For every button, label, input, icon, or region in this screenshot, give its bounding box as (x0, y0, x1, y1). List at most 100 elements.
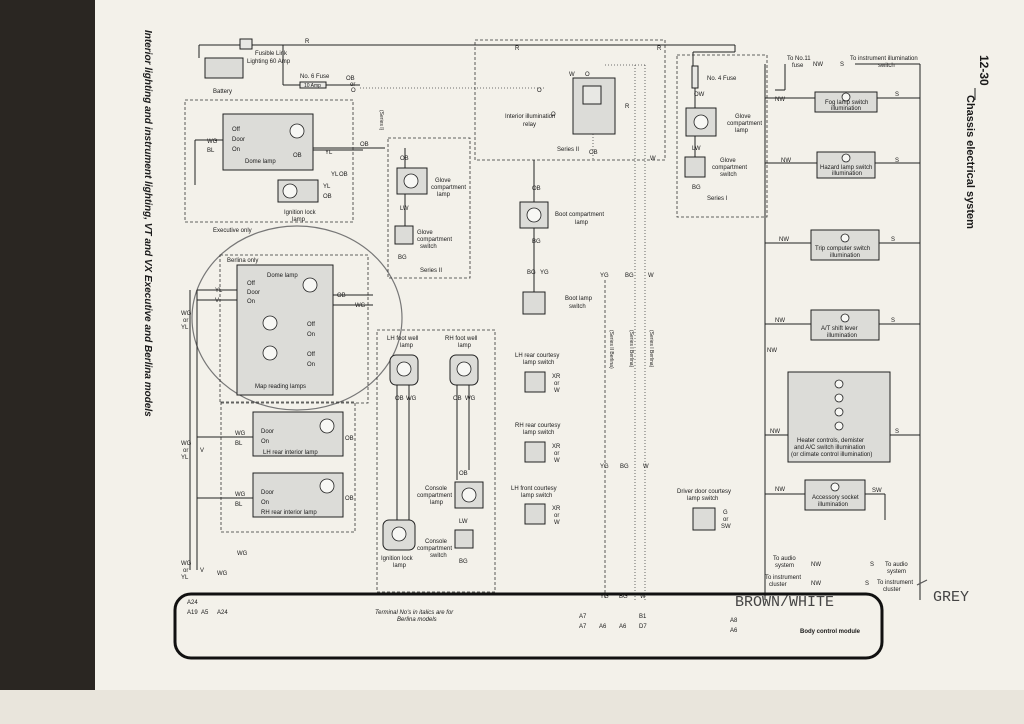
glove2-switch-label-3: switch (420, 244, 437, 250)
lh-rear-courtesy-label: LH rear courtesy (515, 353, 559, 359)
hand-drawn-circle (191, 225, 403, 411)
fusible-link-label-2: Lighting 60 Amp (247, 59, 291, 65)
ignition-lock-exec-label: Ignition lock (284, 210, 317, 216)
rh-foot-well-label: RH foot well (445, 336, 477, 342)
heater-s: S (895, 429, 899, 435)
rh-rear-courtesy-label: RH rear courtesy (515, 423, 560, 429)
lhfc-w: W (554, 520, 560, 526)
series-ii-berlina-vertical: (Series II Berlina) (608, 330, 614, 369)
audio-s: S (870, 562, 874, 568)
console-lamp-label: Console (425, 486, 448, 492)
console-lamp-label-3: lamp (430, 500, 444, 506)
boot-w: W (648, 273, 654, 279)
berlina-dome-off: Off (247, 281, 255, 287)
glove2-lamp-label-3: lamp (437, 192, 451, 198)
wire-r-mid: R (515, 46, 520, 52)
accessory-nw: NW (775, 487, 785, 493)
bcm-w: W (640, 594, 646, 600)
heater-label-2: and A/C switch illumination (794, 445, 865, 451)
left-or-2: or (183, 448, 188, 454)
relay-o3: O (551, 112, 556, 118)
dome-lamp-exec-label: Dome lamp (245, 159, 276, 165)
series-i-glove-area (676, 54, 768, 218)
vert-bg: BG (620, 464, 629, 470)
heater-bulb-3 (834, 407, 844, 417)
trip-s: S (891, 237, 895, 243)
lh-foot-well-label-2: lamp (400, 343, 414, 349)
fog-lamp-bulb (841, 92, 851, 102)
boot-lamp-label-2: lamp (575, 220, 589, 226)
lh-foot-well-label: LH foot well (387, 336, 418, 342)
rhrc-w: W (554, 458, 560, 464)
left-or-3: or (183, 568, 188, 574)
map-on-1: On (307, 332, 315, 338)
rh-rear-courtesy-box (524, 441, 546, 463)
console-ob: OB (459, 471, 468, 477)
manual-page: Interior lighting and instrument lightin… (95, 0, 1024, 700)
lh-rear-courtesy-label-2: lamp switch (523, 360, 554, 366)
relay-area (474, 39, 666, 161)
at-nw: NW (775, 318, 785, 324)
series-i-berlina-vertical-2: (Series I Berlina) (648, 330, 654, 368)
page-edge (0, 690, 1024, 724)
glove2-bg: BG (398, 255, 407, 261)
ignition-lock-lower-label-2: lamp (393, 563, 407, 569)
glove1-lw: LW (692, 146, 701, 152)
dome-exec-ob: OB (293, 153, 302, 159)
glove1-switch-label: Glove (720, 158, 736, 164)
hazard-lamp-label: Hazard lamp switch (820, 165, 872, 171)
to-instr-cluster-r-label: To instrument (877, 580, 913, 586)
accessory-sw: SW (872, 488, 882, 494)
glove2-switch-label-2: compartment (417, 237, 452, 243)
trip-computer-label-2: illumination (830, 253, 860, 259)
bcm-t-a24-a: A24 (187, 600, 198, 606)
ignition-lock-lower-label: Ignition lock (381, 556, 414, 562)
glove1-switch-label-3: switch (720, 172, 737, 178)
map-lamp-1 (262, 315, 278, 331)
glove2-series: Series II (420, 268, 442, 274)
console-lamp-bulb (461, 487, 477, 503)
fog-lamp-box (814, 91, 878, 113)
cluster-nw: NW (811, 581, 821, 587)
series-i-berlina-vertical: (Series I Berlina) (628, 330, 634, 368)
dome-exec-door: Door (232, 137, 245, 143)
lhrc-or: or (554, 381, 559, 387)
fusible-link-symbol (239, 38, 253, 50)
handwritten-grey: GREY (933, 589, 969, 606)
heater-bulb-2 (834, 393, 844, 403)
left-yl-3: YL (181, 575, 189, 581)
berlina-only-label: Berlina only (227, 258, 258, 264)
rh-rear-ob: OB (345, 496, 354, 502)
console-lamp-label-2: compartment (417, 493, 452, 499)
boot-bg2: BG (527, 270, 536, 276)
at-shift-bulb (840, 313, 850, 323)
bcm-t-a6-b: A6 (619, 624, 627, 630)
driver-door-box (692, 507, 716, 531)
trip-computer-label: Trip computer switch (815, 246, 870, 252)
at-shift-label-2: illumination (827, 333, 857, 339)
accessory-label: Accessory socket (812, 495, 859, 501)
glove2-ob: OB (400, 156, 409, 162)
fog-lamp-label-2: illumination (831, 106, 861, 112)
glove2-lamp-label: Glove (435, 178, 451, 184)
heater-nw: NW (770, 429, 780, 435)
berlina-area (219, 254, 369, 404)
lh-fw-wg: WG (406, 396, 417, 402)
lh-rear-wg: WG (235, 431, 246, 437)
rhrc-or: or (554, 451, 559, 457)
bcm-t-a6-a: A6 (599, 624, 607, 630)
ign-exec-yl2: YL (331, 172, 339, 178)
relay-o1: O (585, 72, 590, 78)
audio-nw: NW (811, 562, 821, 568)
bcm-label: Body control module (800, 629, 861, 635)
hazard-lamp-bulb (841, 153, 851, 163)
handwritten-brown-white: BROWN/WHITE (735, 594, 834, 611)
left-wg-3: WG (181, 561, 192, 567)
to-instr-switch-label-2: switch (878, 63, 895, 69)
bcm-t-d7: D7 (639, 624, 647, 630)
bcm-note-2: Berlina models (397, 617, 437, 623)
bcm-t-a7-b: A7 (579, 624, 587, 630)
relay-w1: W (569, 72, 575, 78)
lhrc-xr: XR (552, 374, 561, 380)
dome-lamp-exec-bulb (289, 123, 305, 139)
